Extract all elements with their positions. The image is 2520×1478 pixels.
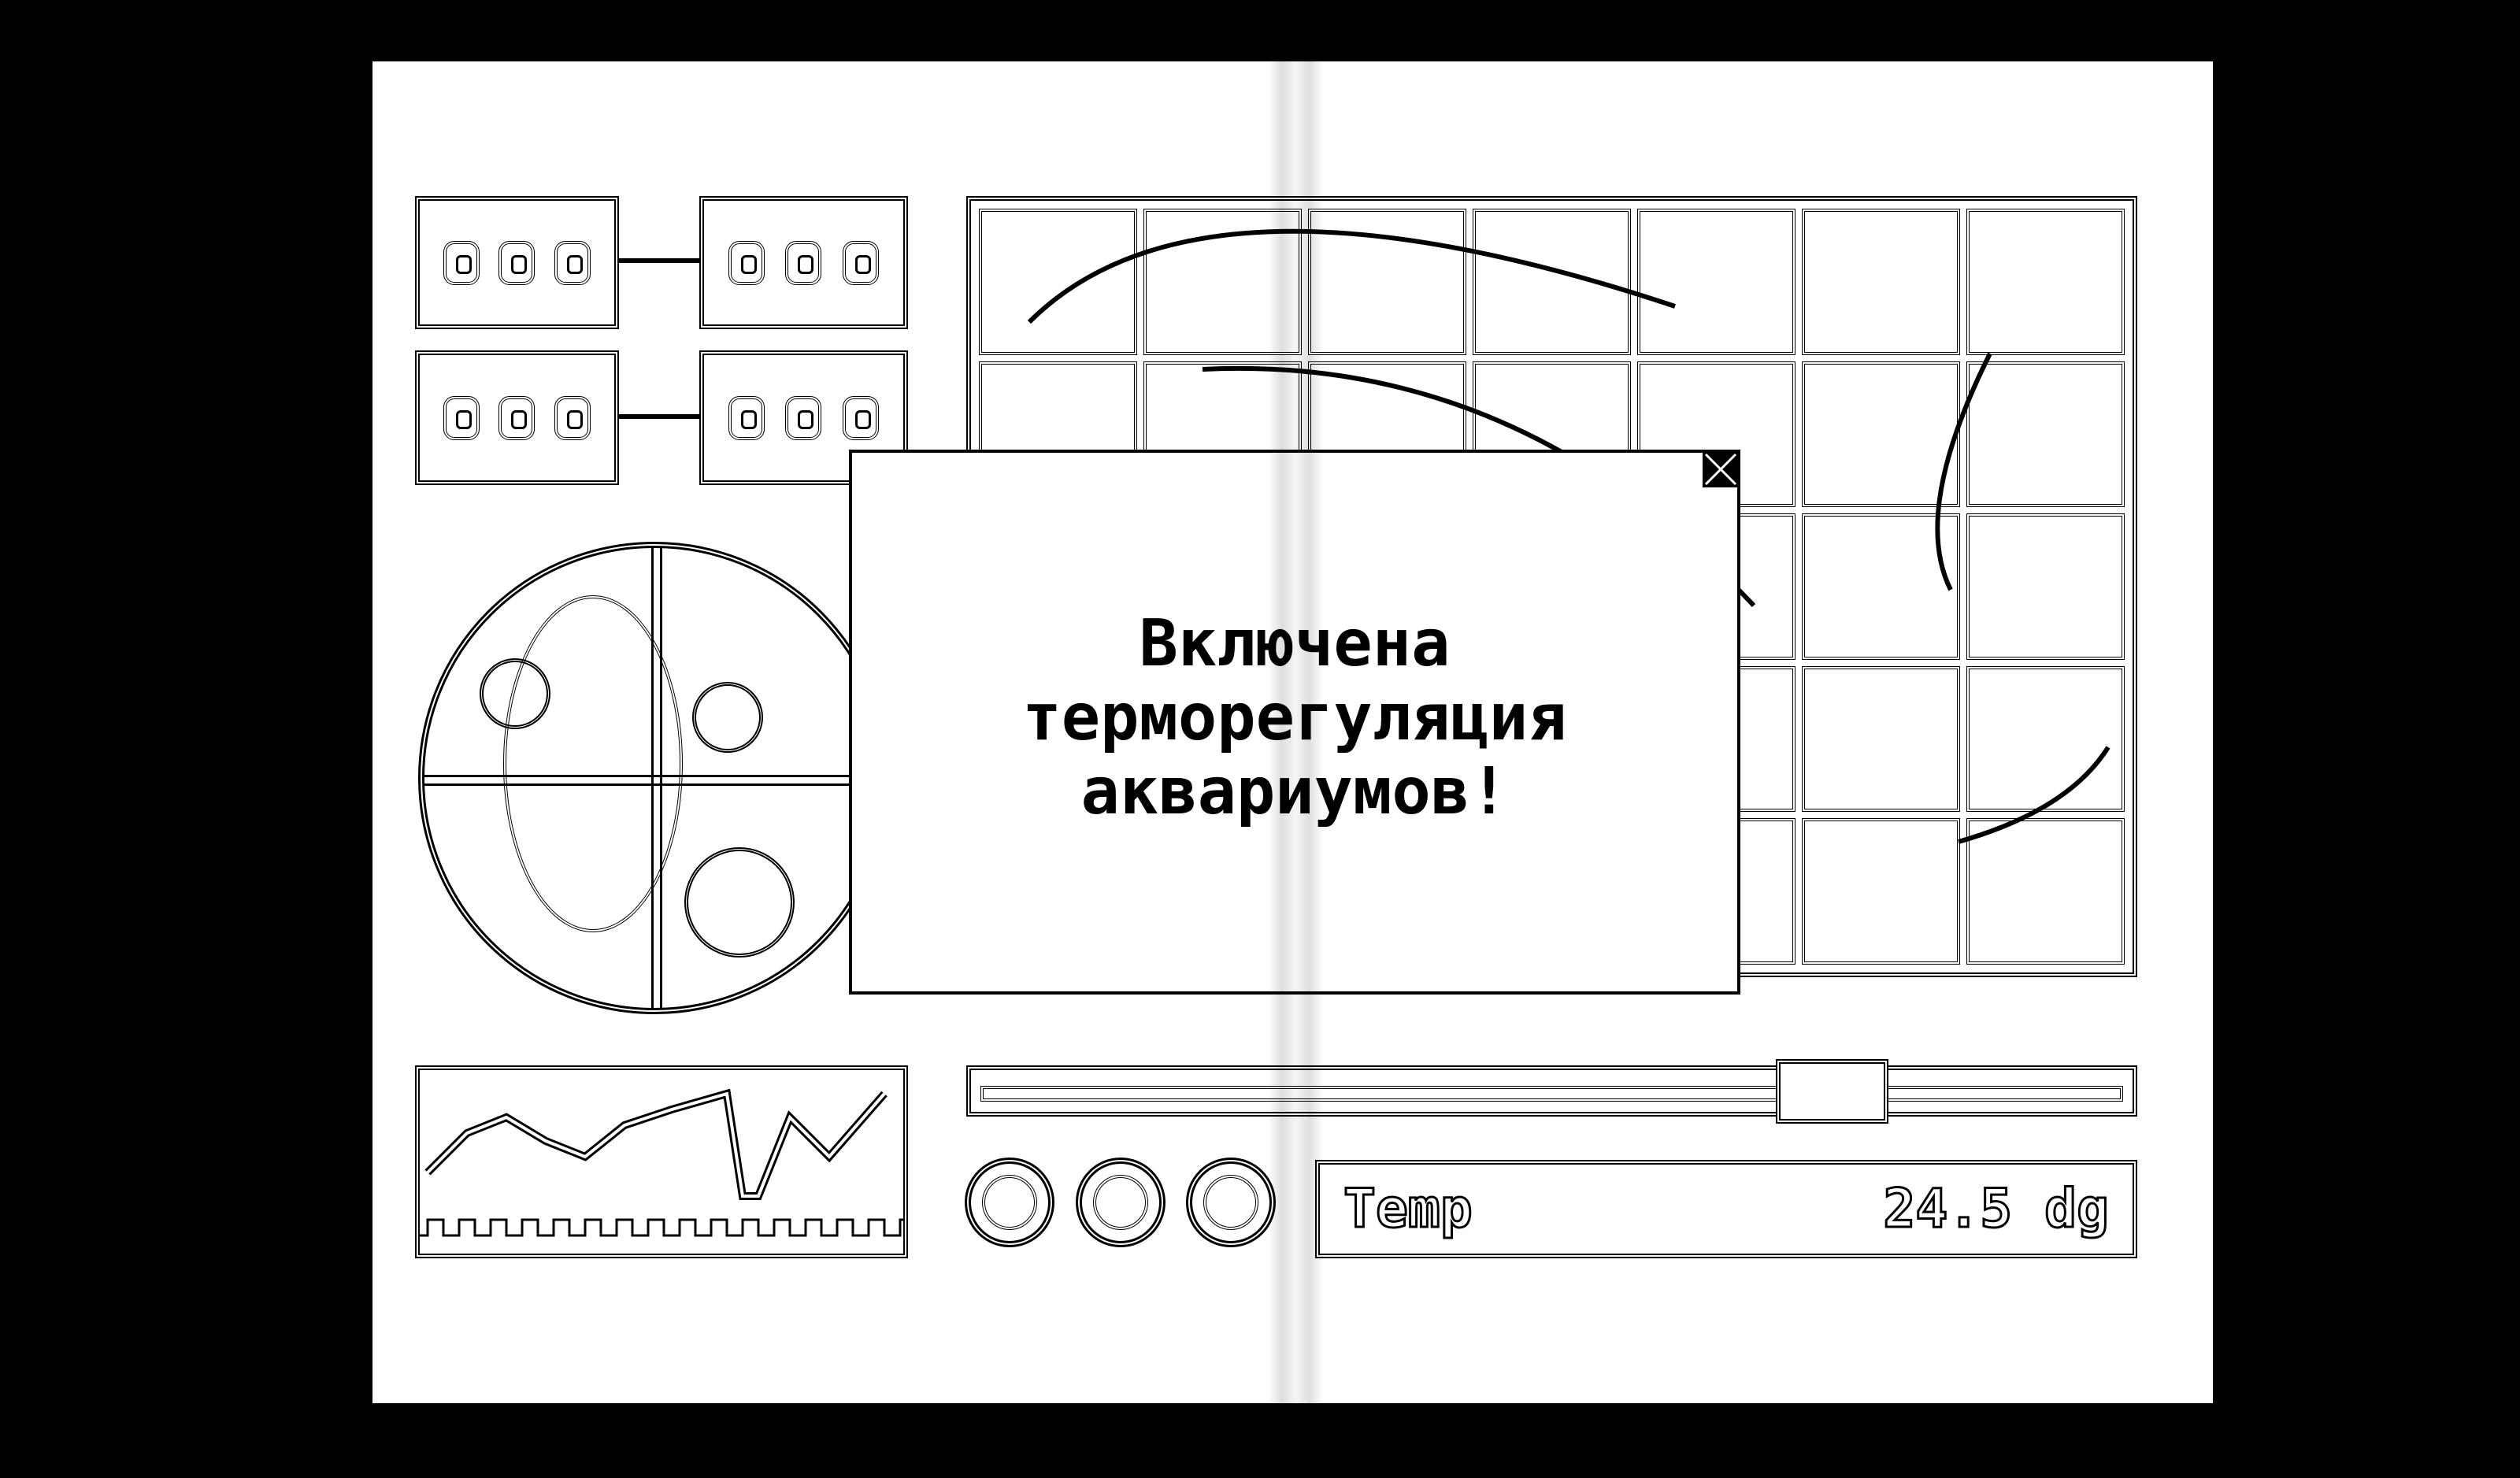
grid-cell[interactable] <box>1143 209 1302 355</box>
radar-dial <box>418 542 891 1014</box>
dial-orbit <box>503 595 683 932</box>
dial-blip <box>684 847 795 958</box>
grid-cell[interactable] <box>1802 209 1960 355</box>
grid-cell[interactable] <box>1966 818 2125 965</box>
knob-button[interactable] <box>498 395 536 440</box>
close-x-icon <box>1704 453 1737 486</box>
dialog-message: Включена терморегуляция аквариумов! <box>1022 607 1566 829</box>
slider-track[interactable] <box>980 1086 2123 1102</box>
round-button-2[interactable] <box>1076 1158 1166 1247</box>
message-line: терморегуляция <box>1022 680 1567 755</box>
message-line: Включена <box>1139 606 1451 681</box>
knob-button[interactable] <box>842 395 879 440</box>
grid-cell[interactable] <box>1966 209 2125 355</box>
grid-cell[interactable] <box>1802 513 1960 660</box>
temperature-label: Temp <box>1343 1177 1474 1242</box>
knob-button[interactable] <box>728 240 765 285</box>
round-button-3[interactable] <box>1186 1158 1276 1247</box>
knob-button[interactable] <box>443 240 480 285</box>
button-group-3 <box>415 350 619 485</box>
level-slider[interactable] <box>966 1059 2137 1124</box>
grid-cell[interactable] <box>1802 665 1960 813</box>
connector-line <box>619 258 699 263</box>
message-line: аквариумов! <box>1080 754 1509 829</box>
notification-dialog: Включена терморегуляция аквариумов! <box>849 450 1740 995</box>
button-group-1 <box>415 196 619 329</box>
grid-cell[interactable] <box>1966 665 2125 813</box>
temperature-display: Temp 24.5 dg <box>1315 1160 2137 1258</box>
knob-button[interactable] <box>554 395 591 440</box>
knob-button[interactable] <box>842 240 879 285</box>
round-button-1[interactable] <box>965 1158 1054 1247</box>
temperature-value: 24.5 dg <box>1882 1177 2110 1242</box>
connector-line <box>619 414 699 419</box>
knob-button[interactable] <box>728 395 765 440</box>
grid-cell[interactable] <box>1966 361 2125 508</box>
grid-cell[interactable] <box>1802 818 1960 965</box>
knob-button[interactable] <box>785 240 822 285</box>
close-button[interactable] <box>1703 451 1739 487</box>
knob-button[interactable] <box>498 240 536 285</box>
waveform-panel <box>415 1065 932 1258</box>
grid-cell[interactable] <box>979 209 1137 355</box>
slider-thumb[interactable] <box>1776 1059 1888 1124</box>
grid-cell[interactable] <box>1802 361 1960 508</box>
knob-button[interactable] <box>785 395 822 440</box>
knob-button[interactable] <box>554 240 591 285</box>
dial-blip <box>692 682 763 753</box>
grid-cell[interactable] <box>1308 209 1466 355</box>
grid-cell[interactable] <box>1966 513 2125 660</box>
knob-button[interactable] <box>443 395 480 440</box>
grid-cell[interactable] <box>1637 209 1796 355</box>
grid-cell[interactable] <box>1473 209 1631 355</box>
waveform-graph <box>420 1088 932 1237</box>
button-group-2 <box>699 196 908 329</box>
